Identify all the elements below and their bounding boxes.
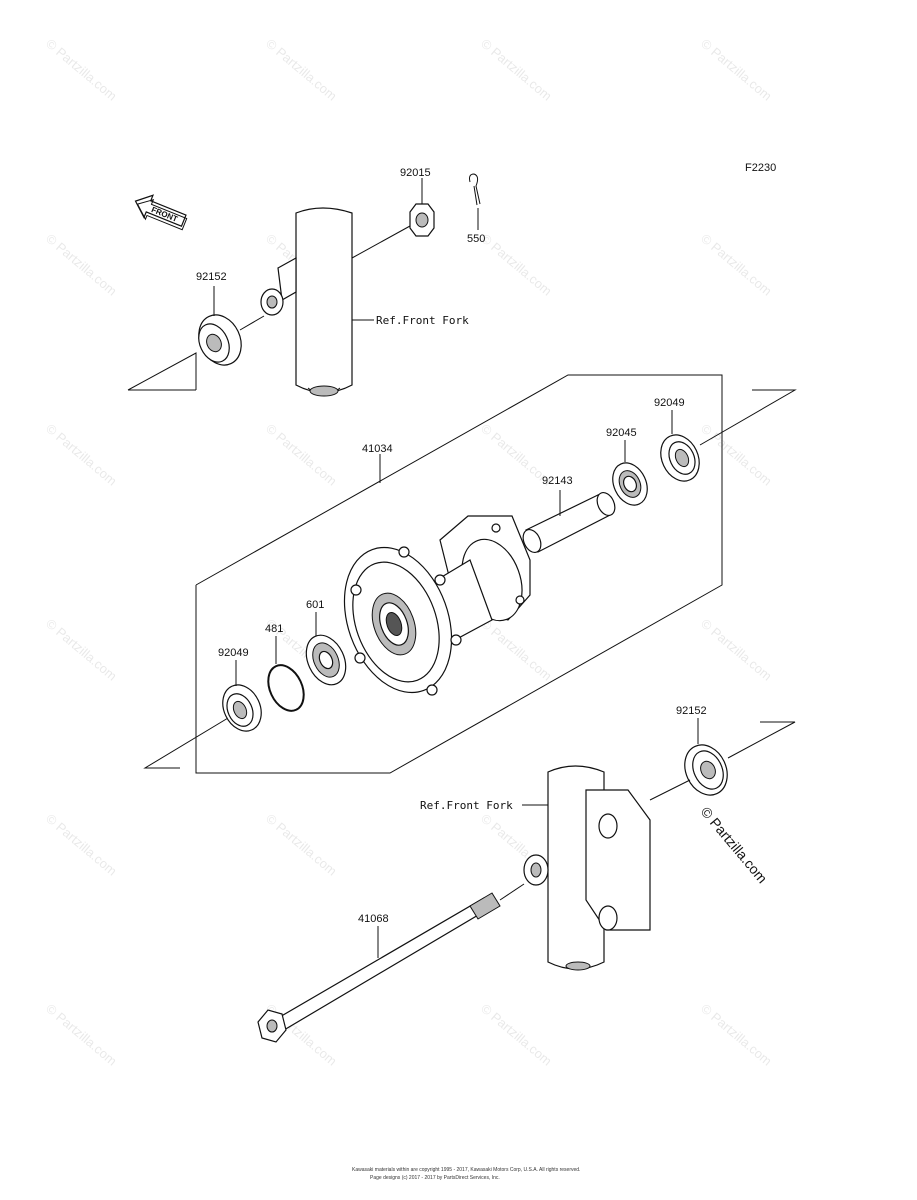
- hub-assembly-outline: [195, 374, 723, 774]
- part-label-92049-right: 92049: [654, 397, 685, 409]
- part-92049-seal-right: [660, 434, 700, 482]
- watermark: © Partzilla.com: [698, 421, 775, 489]
- footer-line-2: Page designs (c) 2017 - 2017 by PartsDir…: [370, 1175, 500, 1181]
- watermark: © Partzilla.com: [263, 421, 340, 489]
- watermark: © Partzilla.com: [43, 36, 120, 104]
- watermark: © Partzilla.com: [43, 1001, 120, 1069]
- watermark: © Partzilla.com: [698, 616, 775, 684]
- part-label-92045: 92045: [606, 427, 637, 439]
- part-92143-collar: [522, 492, 616, 553]
- part-label-92015: 92015: [400, 167, 431, 179]
- watermark: © Partzilla.com: [478, 616, 555, 684]
- front-arrow-icon: FRONT: [134, 194, 188, 231]
- part-label-92049-left: 92049: [218, 647, 249, 659]
- watermark: © Partzilla.com: [263, 811, 340, 879]
- part-label-41034: 41034: [362, 443, 393, 455]
- footer-line-1: Kawasaki materials within are copyright …: [352, 1167, 580, 1173]
- watermark: © Partzilla.com: [698, 1001, 775, 1069]
- watermark: © Partzilla.com: [478, 1001, 555, 1069]
- front-fork-lower: [523, 765, 651, 971]
- watermark: © Partzilla.com: [698, 231, 775, 299]
- watermark: © Partzilla.com: [478, 36, 555, 104]
- watermark: © Partzilla.com: [478, 231, 555, 299]
- part-label-92143: 92143: [542, 475, 573, 487]
- part-label-481: 481: [265, 623, 283, 635]
- part-92015-collar: [409, 203, 435, 237]
- part-92049-seal-left: [222, 684, 262, 732]
- part-label-92152-left: 92152: [196, 271, 227, 283]
- part-550-cotter-pin: [469, 173, 481, 206]
- front-fork-upper: [260, 207, 353, 397]
- copyright-badge: © Partzilla.com: [698, 804, 771, 887]
- part-481-circlip: [267, 664, 305, 712]
- part-label-92152-right: 92152: [676, 705, 707, 717]
- part-92045-bearing: [612, 462, 648, 506]
- part-92152-spacer-right: [684, 744, 728, 796]
- watermark: © Partzilla.com: [43, 421, 120, 489]
- watermark: © Partzilla.com: [43, 811, 120, 879]
- watermark: © Partzilla.com: [43, 231, 120, 299]
- part-601-bearing: [305, 634, 347, 686]
- part-label-550: 550: [467, 233, 485, 245]
- part-label-601: 601: [306, 599, 324, 611]
- part-label-41068: 41068: [358, 913, 389, 925]
- part-92152-spacer-left: [198, 314, 242, 366]
- ref-front-fork-upper: Ref.Front Fork: [376, 314, 469, 327]
- part-41034-hub: [343, 515, 531, 696]
- watermark: © Partzilla.com: [43, 616, 120, 684]
- watermark: © Partzilla.com: [698, 36, 775, 104]
- diagram-code: F2230: [745, 162, 776, 174]
- watermark: © Partzilla.com: [263, 36, 340, 104]
- part-41068-axle: [257, 892, 501, 1043]
- ref-front-fork-lower: Ref.Front Fork: [420, 799, 513, 812]
